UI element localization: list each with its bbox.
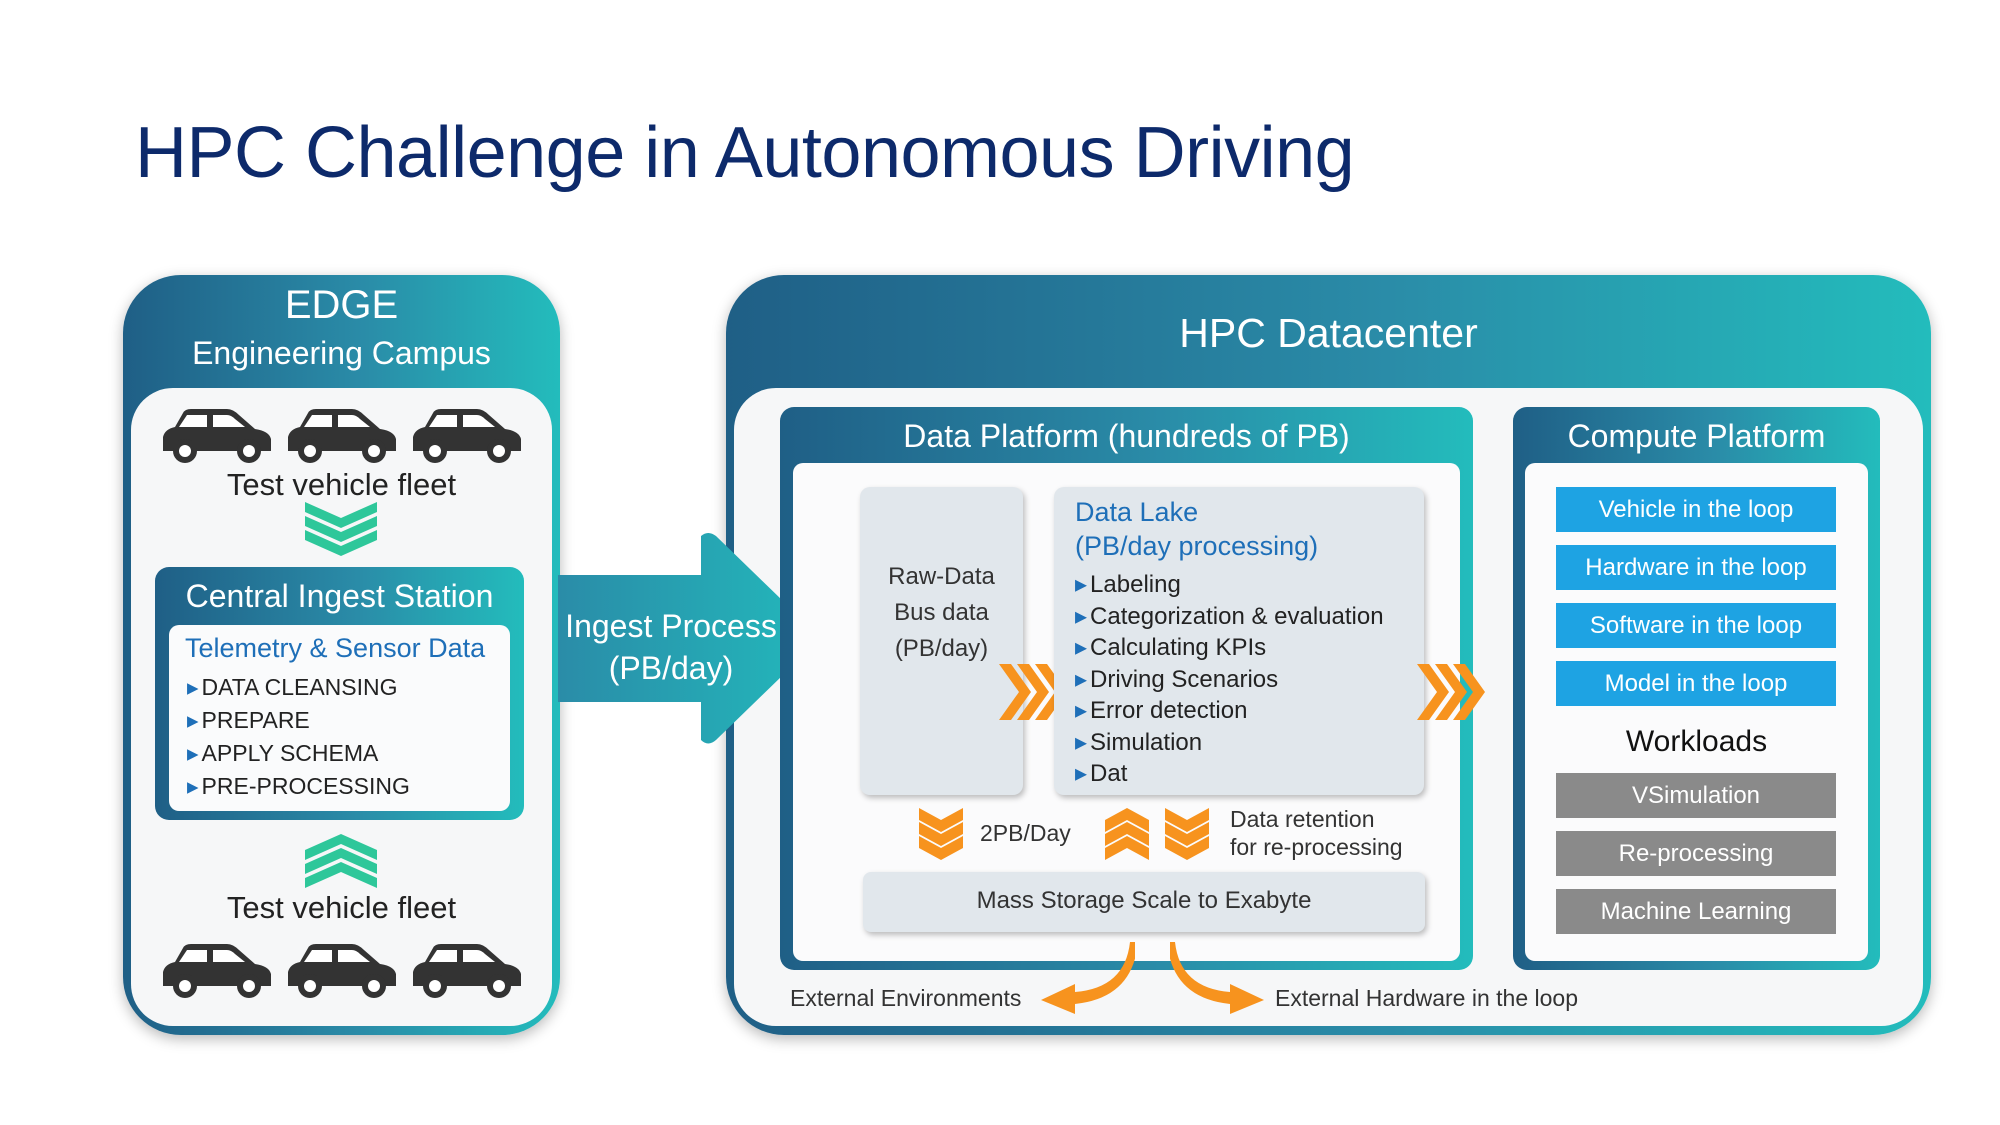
curved-arrow-right-icon [1170, 942, 1264, 1014]
list-item: Dat [1075, 758, 1384, 790]
model-in-the-loop: Model in the loop [1556, 661, 1836, 706]
chevrons-up-icon [305, 834, 377, 888]
chevrons-down-icon [305, 502, 377, 556]
list-item: DATA CLEANSING [187, 671, 410, 704]
ingest-steps-list: DATA CLEANSING PREPARE APPLY SCHEMA PRE-… [187, 671, 410, 803]
chevron-down-orange-icon [919, 808, 963, 860]
data-platform-title: Data Platform (hundreds of PB) [903, 418, 1350, 454]
software-in-the-loop: Software in the loop [1556, 603, 1836, 648]
raw-data-box [860, 487, 1023, 795]
list-item: Categorization & evaluation [1075, 601, 1384, 633]
chevron-up-orange-icon [1105, 808, 1149, 860]
raw-data-line: Bus data [894, 599, 989, 626]
car-fleet-top-icon [163, 409, 521, 463]
fleet-label-bottom: Test vehicle fleet [226, 890, 457, 925]
curved-arrow-left-icon [1041, 942, 1135, 1014]
workload-vsimulation: VSimulation [1556, 773, 1836, 818]
data-lake-subtitle: (PB/day processing) [1075, 531, 1319, 561]
list-item: Simulation [1075, 727, 1384, 759]
data-lake-title: Data Lake [1075, 497, 1199, 527]
page-title: HPC Challenge in Autonomous Driving [135, 113, 1355, 193]
rate-label: 2PB/Day [980, 820, 1071, 846]
ingest-process-rate: (PB/day) [608, 650, 734, 686]
hpc-datacenter-title: HPC Datacenter [1179, 310, 1478, 356]
ingest-process-arrow [558, 533, 818, 744]
central-ingest-title: Central Ingest Station [185, 578, 494, 614]
mass-storage-box [863, 872, 1425, 932]
raw-data-line: (PB/day) [894, 635, 989, 662]
list-item: Driving Scenarios [1075, 664, 1384, 696]
workload-reprocessing: Re-processing [1556, 831, 1836, 876]
ingest-process-label: Ingest Process [565, 608, 777, 644]
list-item: PREPARE [187, 704, 410, 737]
workload-machine-learning: Machine Learning [1556, 889, 1836, 934]
external-hardware-label: External Hardware in the loop [1275, 985, 1578, 1011]
workloads-heading: Workloads [1625, 725, 1768, 758]
vehicle-in-the-loop: Vehicle in the loop [1556, 487, 1836, 532]
hardware-in-the-loop: Hardware in the loop [1556, 545, 1836, 590]
list-item: APPLY SCHEMA [187, 737, 410, 770]
mass-storage-label: Mass Storage Scale to Exabyte [976, 887, 1312, 914]
external-environments-label: External Environments [790, 985, 1022, 1011]
fleet-label-top: Test vehicle fleet [226, 467, 457, 502]
data-lake-list: Labeling Categorization & evaluation Cal… [1075, 569, 1384, 790]
list-item: PRE-PROCESSING [187, 770, 410, 803]
chevron-down-orange-icon [1165, 808, 1209, 860]
compute-platform-title: Compute Platform [1567, 418, 1826, 454]
edge-subtitle: Engineering Campus [192, 335, 491, 371]
car-fleet-bottom-icon [163, 944, 521, 998]
raw-data-line: Raw-Data [888, 563, 995, 590]
edge-title: EDGE [284, 283, 399, 327]
retention-label: Data retention [1230, 806, 1375, 832]
list-item: Calculating KPIs [1075, 632, 1384, 664]
compute-platform-body [1525, 463, 1868, 961]
chevron-right-orange-icon [1417, 664, 1485, 720]
retention-label: for re-processing [1230, 834, 1403, 860]
list-item: Labeling [1075, 569, 1384, 601]
telemetry-heading: Telemetry & Sensor Data [185, 633, 486, 663]
list-item: Error detection [1075, 695, 1384, 727]
